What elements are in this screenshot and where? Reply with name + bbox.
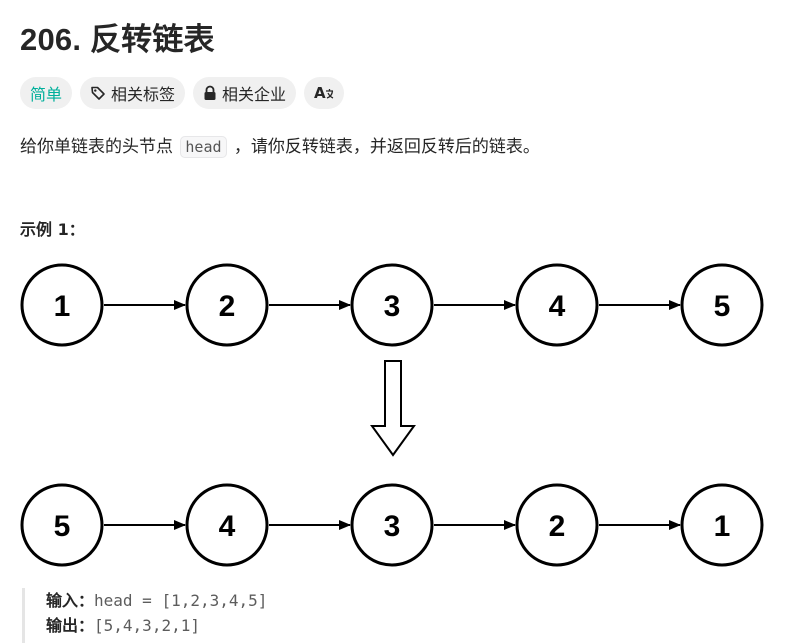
reversed-list: 5 4 3 2 1 [20, 483, 764, 567]
translate-button[interactable]: A [304, 77, 344, 109]
difficulty-badge[interactable]: 简单 [20, 77, 73, 109]
reversed-node-label-4: 2 [549, 510, 566, 543]
original-node-5 [680, 263, 764, 347]
related-tags-label: 相关标签 [111, 85, 176, 104]
output-value: [5,4,3,2,1] [94, 616, 200, 635]
related-companies-label: 相关企业 [222, 85, 287, 104]
example-io-block: 输入：head = [1,2,3,4,5] 输出：[5,4,3,2,1] [22, 588, 267, 643]
example-title: 示例 1： [20, 220, 85, 239]
reversed-node-5 [680, 483, 764, 567]
reversed-node-2 [185, 483, 269, 567]
description-text-1: 给你单链表的头节点 [20, 137, 179, 157]
input-value: head = [1,2,3,4,5] [94, 591, 268, 610]
description-text-2: ，请你反转链表，并返回反转后的链表。 [228, 137, 540, 157]
related-tags-button[interactable]: 相关标签 [80, 77, 186, 109]
original-node-label-4: 4 [549, 290, 566, 323]
inline-code-head: head [180, 136, 227, 158]
problem-description: 给你单链表的头节点 head ，请你反转链表，并返回反转后的链表。 [20, 136, 540, 158]
original-node-label-2: 2 [219, 290, 236, 323]
original-node-label-3: 3 [384, 290, 401, 323]
lock-icon [204, 85, 216, 100]
original-node-3 [350, 263, 434, 347]
original-node-label-1: 1 [54, 290, 71, 323]
linked-list-diagram: 1 2 3 4 5 5 4 3 2 1 [20, 263, 764, 567]
example-input: 输入：head = [1,2,3,4,5] [46, 588, 267, 613]
example-output: 输出：[5,4,3,2,1] [46, 613, 267, 638]
original-node-label-5: 5 [714, 290, 731, 323]
translate-glyph [325, 89, 333, 99]
difficulty-label: 简单 [30, 85, 63, 104]
related-companies-button[interactable]: 相关企业 [193, 77, 297, 109]
reversed-node-label-2: 4 [219, 510, 236, 543]
tag-bar: 简单 相关标签 相关企业 A [20, 77, 344, 109]
down-arrow-icon [370, 360, 416, 457]
reversed-node-1 [20, 483, 104, 567]
translate-icon-label: A [314, 84, 326, 102]
original-list: 1 2 3 4 5 [20, 263, 764, 347]
problem-title: 206. 反转链表 [20, 22, 215, 57]
output-label: 输出： [46, 616, 95, 635]
reversed-node-label-3: 3 [384, 510, 401, 543]
reversed-node-4 [515, 483, 599, 567]
translate-icon: A [314, 84, 334, 102]
input-label: 输入： [46, 591, 95, 610]
original-node-4 [515, 263, 599, 347]
original-node-2 [185, 263, 269, 347]
reversed-node-label-5: 1 [714, 510, 731, 543]
tag-icon [91, 86, 105, 100]
reversed-node-3 [350, 483, 434, 567]
original-node-1 [20, 263, 104, 347]
reversed-node-label-1: 5 [54, 510, 71, 543]
